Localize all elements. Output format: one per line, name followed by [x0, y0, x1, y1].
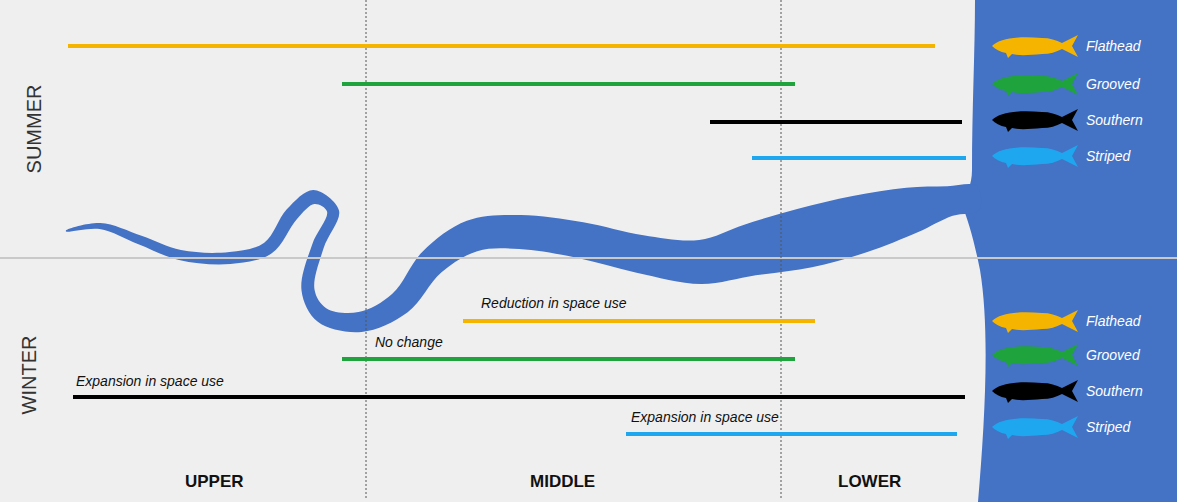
fish-swatch: [990, 308, 1080, 334]
species-name: Southern: [1086, 383, 1143, 399]
fish-swatch: [990, 143, 1080, 169]
sea: [962, 0, 1177, 502]
range-line: [626, 432, 957, 436]
range-lines: [68, 46, 966, 434]
fish-icon: [992, 380, 1078, 403]
species-name: Flathead: [1086, 313, 1140, 329]
season-divider: [0, 257, 1177, 259]
legend-item: Grooved: [990, 71, 1140, 97]
season-label: WINTER: [18, 336, 40, 415]
fish-swatch: [990, 414, 1080, 440]
fish-swatch: [990, 342, 1080, 368]
fish-icon: [992, 109, 1078, 132]
legend-item: Flathead: [990, 33, 1140, 59]
zone-label: LOWER: [838, 473, 901, 492]
legend-item: Flathead: [990, 308, 1140, 334]
species-name: Southern: [1086, 112, 1143, 128]
legend-item: Southern: [990, 107, 1143, 133]
legend-item: Southern: [990, 378, 1143, 404]
fish-swatch: [990, 107, 1080, 133]
species-name: Flathead: [1086, 38, 1140, 54]
range-line: [68, 44, 935, 48]
zone-divider: [781, 0, 782, 498]
fish-icon: [992, 73, 1078, 96]
zone-label: UPPER: [185, 473, 244, 492]
change-note: Expansion in space use: [631, 410, 779, 425]
fish-icon: [992, 310, 1078, 333]
legend-item: Grooved: [990, 342, 1140, 368]
range-line: [73, 395, 965, 399]
season-label: SUMMER: [23, 85, 45, 174]
fish-icon: [992, 416, 1078, 439]
change-note: Reduction in space use: [481, 296, 627, 311]
species-name: Striped: [1086, 419, 1130, 435]
fish-swatch: [990, 71, 1080, 97]
fish-icon: [992, 344, 1078, 367]
zone-divider: [366, 0, 367, 498]
species-name: Striped: [1086, 148, 1130, 164]
range-line: [752, 156, 966, 160]
range-line: [463, 319, 815, 323]
range-line: [342, 357, 795, 361]
change-note: Expansion in space use: [76, 374, 224, 389]
fish-icon: [992, 145, 1078, 168]
change-note: No change: [375, 335, 443, 350]
fish-swatch: [990, 378, 1080, 404]
zone-label: MIDDLE: [530, 473, 595, 492]
legend-item: Striped: [990, 143, 1130, 169]
species-name: Grooved: [1086, 76, 1140, 92]
species-name: Grooved: [1086, 347, 1140, 363]
legend-item: Striped: [990, 414, 1130, 440]
fish-icon: [992, 35, 1078, 58]
range-line: [342, 82, 795, 86]
fish-swatch: [990, 33, 1080, 59]
range-line: [710, 120, 962, 124]
